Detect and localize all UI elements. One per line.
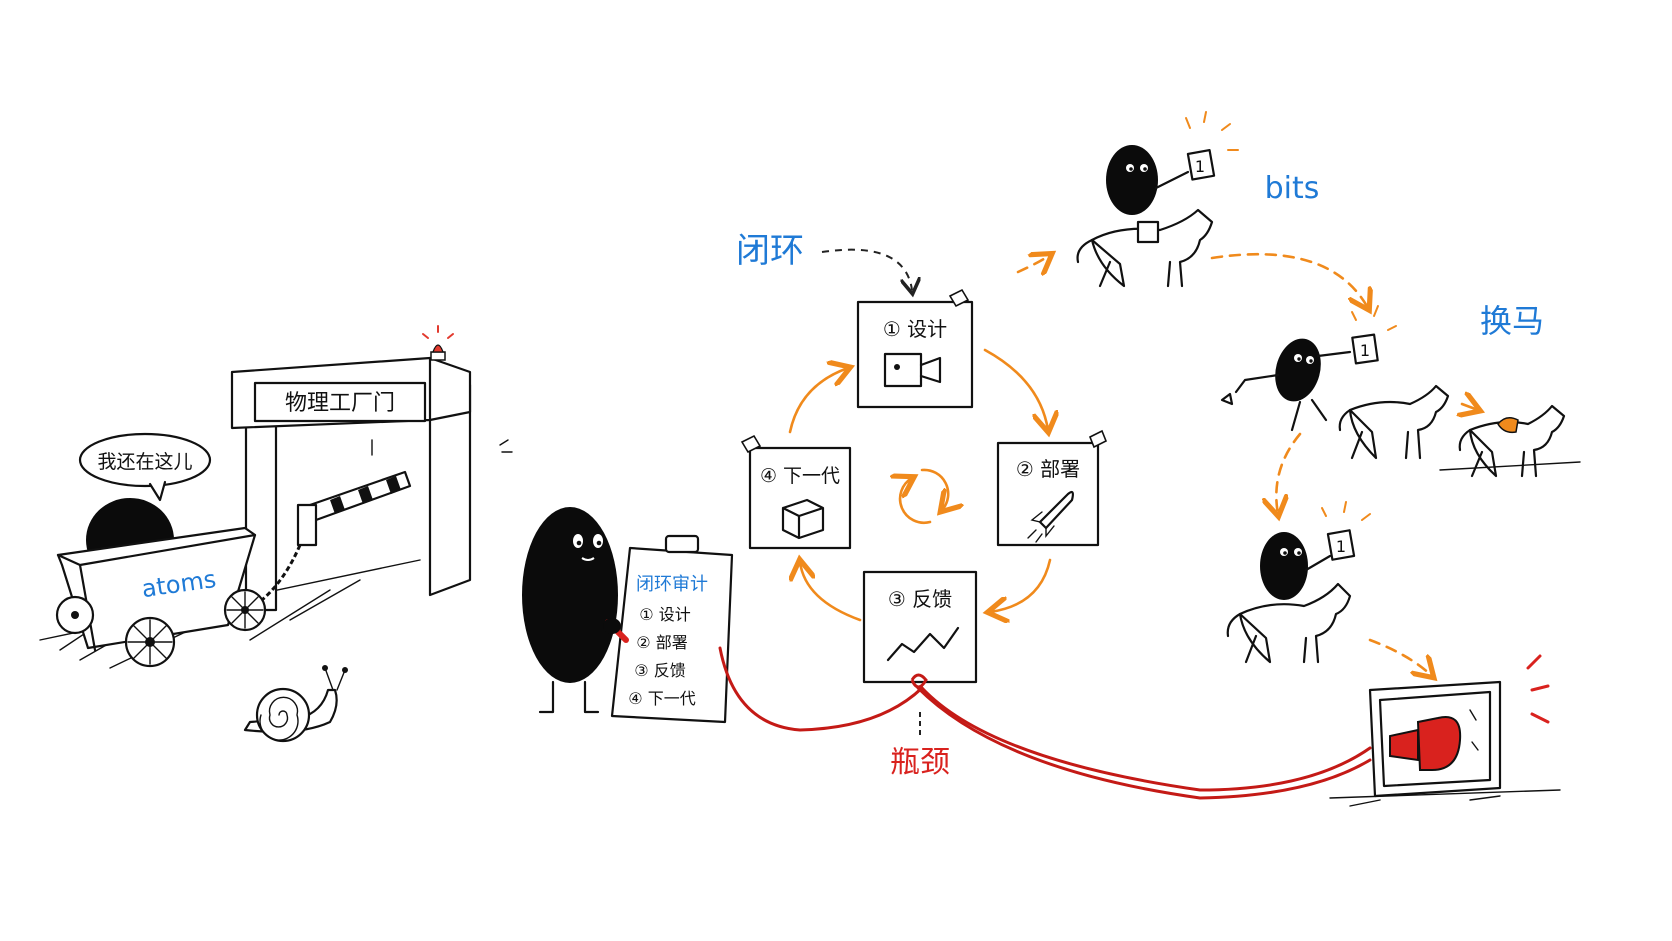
- clipboard: 闭环审计 ① 设计 ② 部署 ③ 反馈 ④ 下一代: [603, 534, 734, 724]
- bits-label: bits: [1265, 171, 1320, 206]
- factory-gate: 物理工厂门: [39, 325, 513, 669]
- loop-card-deploy: ② 部署: [996, 429, 1108, 547]
- horse-icon: [1458, 404, 1566, 478]
- clipboard-item: ③ 反馈: [634, 661, 685, 680]
- socket-icon: [1329, 654, 1561, 807]
- wheel-icon: [55, 595, 95, 635]
- snail-icon: [243, 665, 348, 743]
- horse-icon: [1226, 582, 1352, 664]
- loop-title-group: 闭环: [736, 231, 912, 290]
- cycle-icon: [900, 468, 948, 524]
- card-label: ④ 下一代: [760, 465, 840, 487]
- ore-cart: 我还在这儿 atoms: [55, 432, 267, 668]
- card-label: ③ 反馈: [888, 587, 952, 611]
- rider-bits: 1 bits: [1016, 111, 1368, 308]
- wheel-icon: [124, 616, 176, 668]
- bit-card-value: 1: [1195, 157, 1205, 176]
- cube-icon: [781, 498, 825, 540]
- relay-switch: 1 换马: [1220, 302, 1581, 514]
- camera-icon: [883, 352, 942, 388]
- bit-card-icon: 1: [1321, 501, 1371, 561]
- card-label: ① 设计: [883, 317, 947, 341]
- clipboard-item: ① 设计: [639, 605, 690, 624]
- clipboard-title: 闭环审计: [636, 574, 708, 595]
- clipboard-item: ② 部署: [636, 633, 687, 652]
- rider-lower: 1: [1226, 501, 1432, 676]
- bottleneck-label: 瓶颈: [890, 745, 950, 780]
- loop-arrows: [790, 348, 1050, 620]
- loop-card-design: ① 设计: [856, 288, 974, 409]
- bit-card-value: 1: [1360, 341, 1370, 360]
- bit-card-value: 1: [1336, 537, 1346, 556]
- auditor-character: [522, 507, 618, 714]
- bit-card-icon: 1: [1185, 111, 1239, 181]
- card-label: ② 部署: [1016, 457, 1080, 481]
- beacon-icon: [422, 325, 454, 361]
- speech-text: 我还在这儿: [97, 451, 192, 473]
- horse-icon: [1338, 384, 1450, 460]
- wheel-icon: [223, 588, 267, 632]
- chart-icon: [886, 626, 960, 662]
- bit-card-icon: 1: [1351, 305, 1397, 365]
- speech-bubble: 我还在这儿: [78, 432, 212, 502]
- relay-label: 换马: [1480, 302, 1544, 340]
- bottleneck: 瓶颈: [718, 646, 1372, 800]
- rocket-icon: [1027, 490, 1074, 543]
- clipboard-item: ④ 下一代: [628, 689, 695, 708]
- loop-card-next-gen: ④ 下一代: [740, 434, 852, 550]
- loop-card-feedback: ③ 反馈: [862, 570, 978, 684]
- horse-icon: [1076, 208, 1214, 288]
- gate-sign: 物理工厂门: [285, 391, 395, 416]
- loop-title: 闭环: [736, 231, 804, 271]
